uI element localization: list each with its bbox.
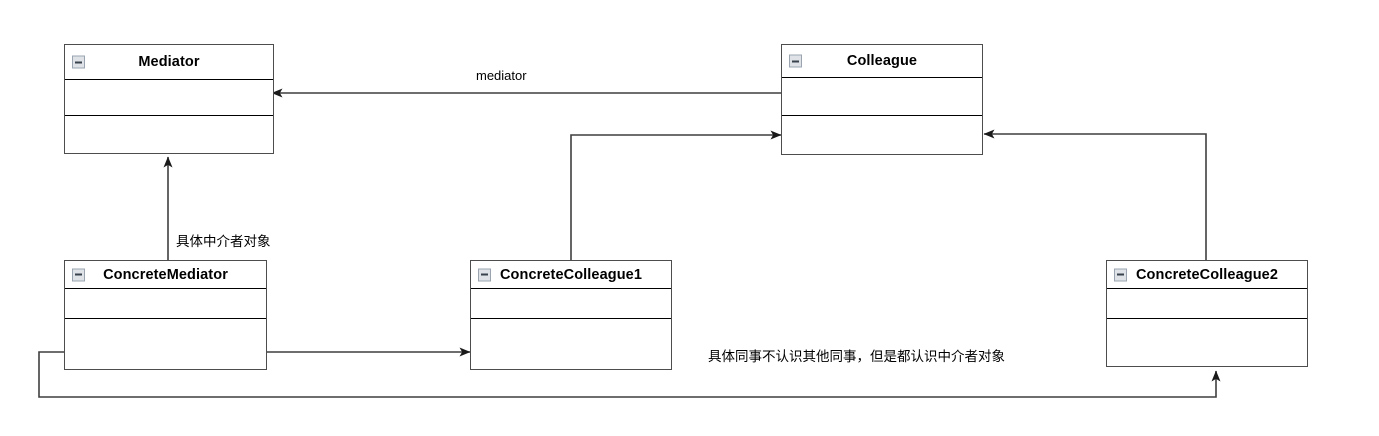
- class-operations-mediator: [65, 116, 273, 152]
- class-box-colleague[interactable]: Colleague: [781, 44, 983, 155]
- class-header-mediator: Mediator: [65, 45, 273, 80]
- collapse-minus-icon[interactable]: [72, 268, 85, 281]
- connector-concrete-mediator-to-concrete-colleague-2: [38, 351, 1221, 398]
- class-name-mediator: Mediator: [138, 54, 200, 70]
- class-header-concrete-colleague-2: ConcreteColleague2: [1107, 261, 1307, 289]
- class-name-concrete-colleague-2: ConcreteColleague2: [1135, 266, 1278, 283]
- class-header-concrete-colleague-1: ConcreteColleague1: [471, 261, 671, 289]
- connector-concrete-colleague-1-to-colleague: [570, 130, 782, 262]
- note-concrete-mediator-object: 具体中介者对象: [176, 234, 271, 250]
- class-name-colleague: Colleague: [846, 53, 918, 69]
- connector-concrete-colleague-2-to-colleague: [983, 129, 1207, 262]
- class-name-concrete-colleague-1: ConcreteColleague1: [499, 266, 642, 283]
- collapse-minus-icon[interactable]: [1114, 268, 1127, 281]
- class-attributes-concrete-colleague-2: [1107, 289, 1307, 319]
- class-operations-concrete-colleague-2: [1107, 319, 1307, 365]
- collapse-minus-icon[interactable]: [72, 55, 85, 69]
- note-colleagues-know-mediator: 具体同事不认识其他同事，但是都认识中介者对象: [708, 349, 1005, 365]
- class-operations-colleague: [782, 116, 982, 153]
- collapse-minus-icon[interactable]: [789, 54, 802, 68]
- class-attributes-concrete-mediator: [65, 289, 266, 319]
- class-operations-concrete-mediator: [65, 319, 266, 368]
- class-header-concrete-mediator: ConcreteMediator: [65, 261, 266, 289]
- collapse-minus-icon[interactable]: [478, 268, 491, 281]
- class-attributes-concrete-colleague-1: [471, 289, 671, 319]
- class-header-colleague: Colleague: [782, 45, 982, 78]
- class-box-concrete-colleague-2[interactable]: ConcreteColleague2: [1106, 260, 1308, 367]
- class-name-concrete-mediator: ConcreteMediator: [103, 266, 228, 283]
- class-attributes-mediator: [65, 80, 273, 116]
- class-box-concrete-colleague-1[interactable]: ConcreteColleague1: [470, 260, 672, 370]
- class-box-mediator[interactable]: Mediator: [64, 44, 274, 154]
- edge-label-mediator: mediator: [476, 68, 527, 83]
- class-operations-concrete-colleague-1: [471, 319, 671, 368]
- class-box-concrete-mediator[interactable]: ConcreteMediator: [64, 260, 267, 370]
- class-attributes-colleague: [782, 78, 982, 116]
